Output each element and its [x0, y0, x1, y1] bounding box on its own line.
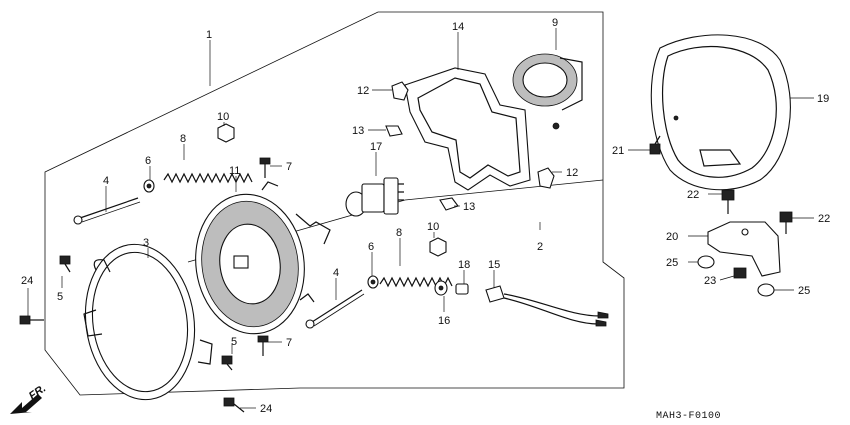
bracket-nut-right — [757, 283, 775, 297]
headlight-bracket — [404, 67, 531, 191]
callout-7-upper: 7 — [286, 161, 292, 173]
nut-lower — [429, 237, 447, 257]
callout-10-lower: 10 — [427, 221, 439, 233]
adjusting-spring-lower — [379, 276, 453, 288]
callout-24-bottom: 24 — [260, 403, 272, 415]
callout-12-upper: 12 — [357, 85, 369, 97]
callout-6-lower: 6 — [368, 241, 374, 253]
bracket-nut-left — [697, 255, 715, 269]
rim-screw-lower — [221, 355, 233, 371]
leader-lines — [27, 28, 814, 409]
washer-upper — [143, 179, 155, 193]
callout-23: 23 — [704, 275, 716, 287]
bracket-nut — [733, 267, 747, 279]
bolt-bottom — [223, 397, 245, 413]
bracket-bolt-left — [721, 189, 735, 214]
headlight-rim — [83, 243, 213, 401]
screw-lower — [257, 335, 269, 356]
callout-17: 17 — [370, 141, 382, 153]
bulb-socket — [512, 53, 583, 130]
callout-13-lower: 13 — [463, 201, 475, 213]
drawing-code: MAH3-F0100 — [656, 411, 721, 422]
callout-9: 9 — [552, 17, 558, 29]
callout-16: 16 — [438, 315, 450, 327]
callout-8-upper: 8 — [180, 133, 186, 145]
callout-3: 3 — [143, 237, 149, 249]
callout-14: 14 — [452, 21, 464, 33]
callout-21: 21 — [612, 145, 624, 157]
clip-upper — [391, 81, 409, 101]
callout-18: 18 — [458, 259, 470, 271]
callout-20: 20 — [666, 231, 678, 243]
clip-small-lower — [439, 197, 459, 211]
grommet — [434, 280, 448, 296]
callout-15: 15 — [488, 259, 500, 271]
washer-lower — [367, 275, 379, 289]
callout-5-upper: 5 — [57, 291, 63, 303]
callout-24-left: 24 — [21, 275, 33, 287]
callout-2: 2 — [537, 241, 543, 253]
bracket-bolt-right — [779, 211, 793, 234]
adjusting-spring-upper — [163, 172, 253, 184]
clip-small-upper — [385, 125, 403, 137]
callout-1: 1 — [206, 29, 212, 41]
headlight-case — [650, 34, 791, 191]
callout-4-upper: 4 — [103, 175, 109, 187]
case-bolt — [649, 135, 661, 155]
adjusting-screw-lower — [305, 289, 365, 329]
front-direction-arrow — [10, 394, 42, 414]
screw-upper — [259, 157, 271, 178]
callout-11: 11 — [229, 165, 240, 177]
front-direction-label: FR. — [27, 382, 48, 402]
callout-labels: 1 2 3 4 4 5 5 6 6 7 7 8 8 9 10 10 11 12 … — [21, 17, 830, 415]
assembly-outline — [44, 11, 625, 396]
callout-6-upper: 6 — [145, 155, 151, 167]
nut-upper — [217, 123, 235, 143]
mount-bracket — [707, 221, 781, 277]
callout-4-lower: 4 — [333, 267, 339, 279]
headlight-bulb — [345, 177, 404, 217]
callout-25-left: 25 — [666, 257, 678, 269]
callout-22-right: 22 — [818, 213, 830, 225]
callout-19: 19 — [817, 93, 829, 105]
headlight-sub-harness — [485, 285, 609, 327]
callout-25-right: 25 — [798, 285, 810, 297]
bolt-left — [19, 315, 44, 325]
callout-10-upper: 10 — [217, 111, 229, 123]
clip-right — [537, 167, 555, 189]
rim-screw-upper — [59, 255, 71, 273]
callout-22-left: 22 — [687, 189, 699, 201]
adjusting-screw-upper — [73, 197, 141, 225]
socket-cap — [455, 283, 469, 295]
headlight-unit — [195, 181, 331, 335]
callout-12-lower: 12 — [566, 167, 578, 179]
callout-7-lower: 7 — [286, 337, 292, 349]
callout-8-lower: 8 — [396, 227, 402, 239]
callout-5-lower: 5 — [231, 336, 237, 348]
callout-13-upper: 13 — [352, 125, 364, 137]
